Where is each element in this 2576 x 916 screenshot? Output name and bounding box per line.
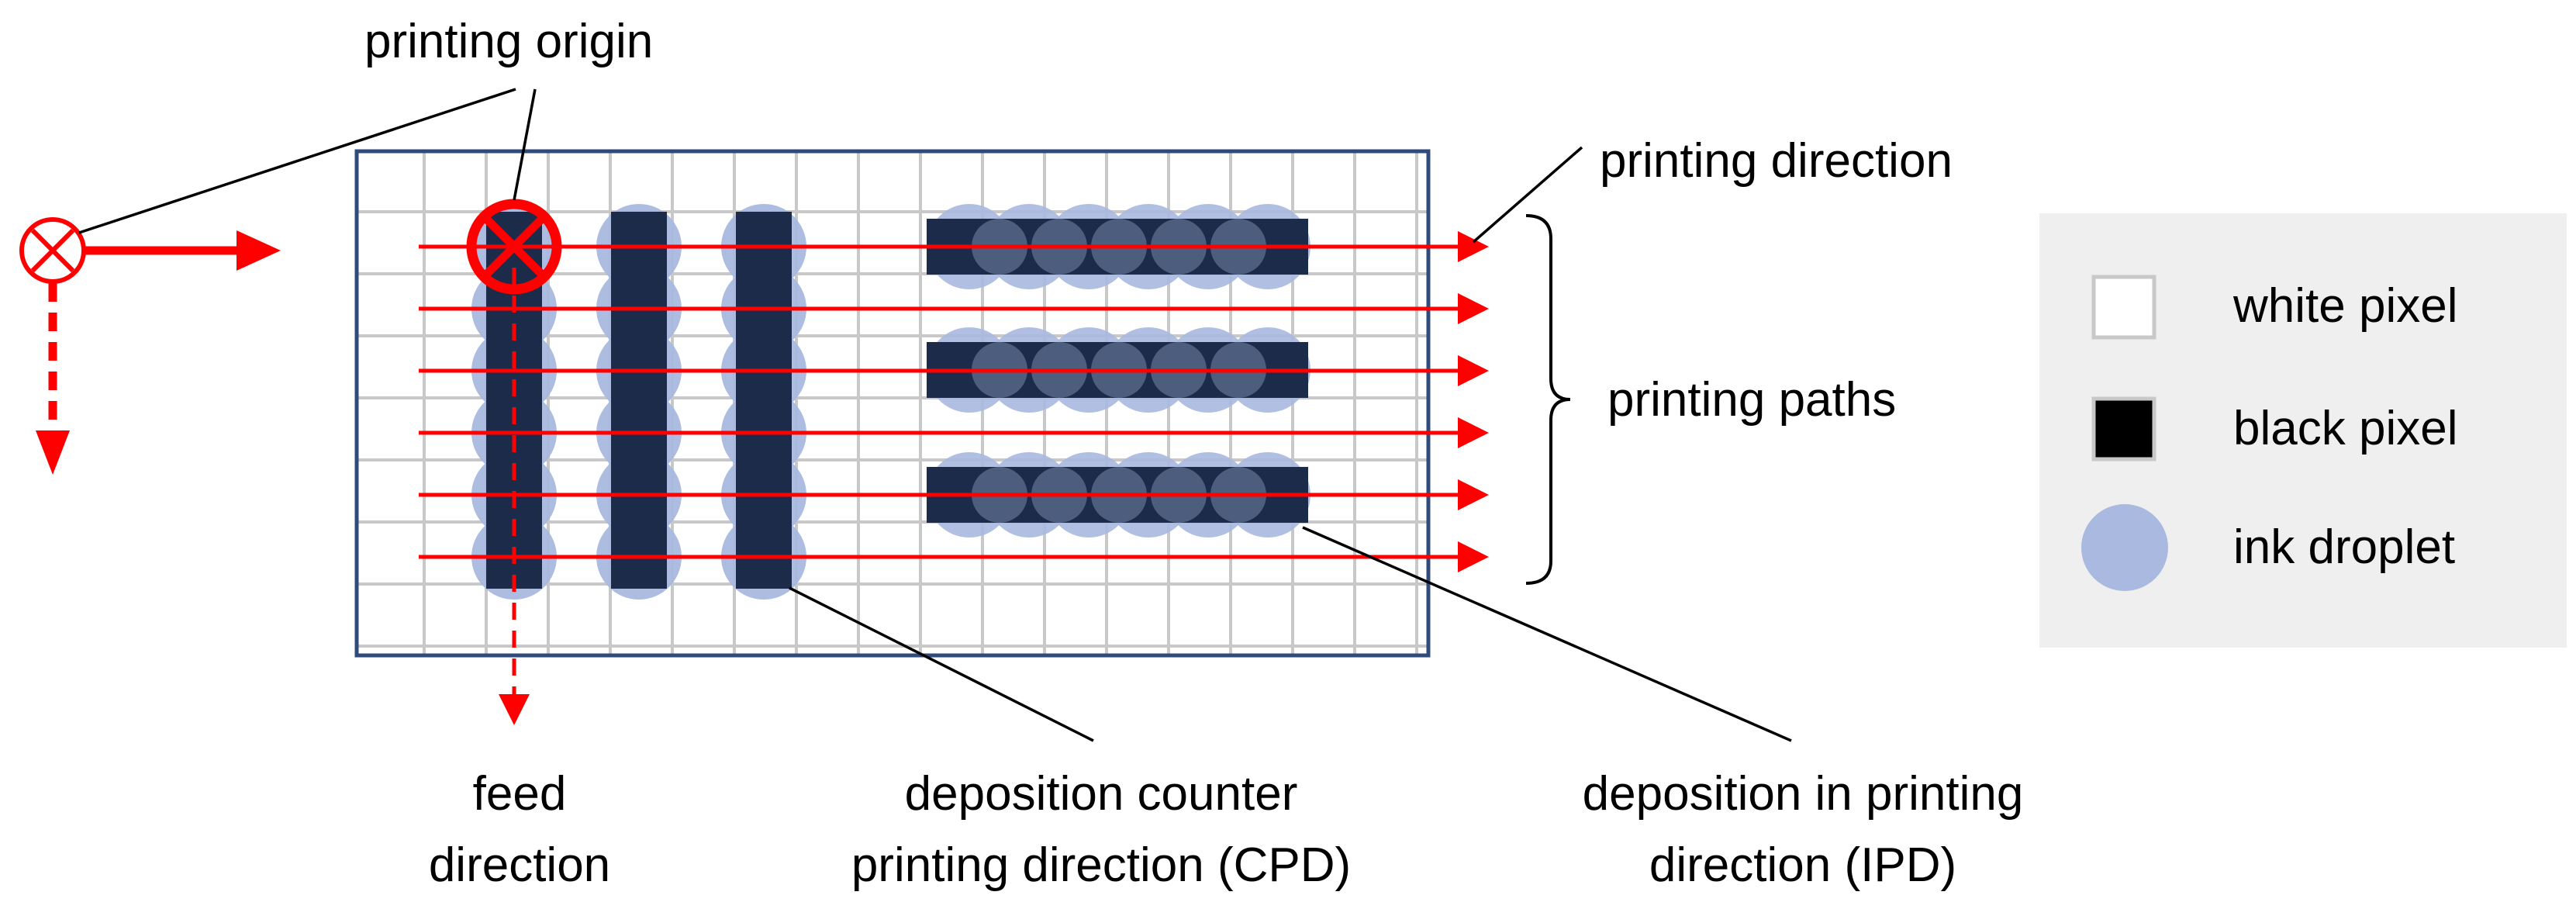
origin-leader-left — [78, 88, 516, 234]
printing-direction-leader — [1472, 146, 1583, 244]
printing-direction-label: printing direction — [1600, 134, 1953, 188]
ipd-label: deposition in printing direction (IPD) — [1582, 767, 2024, 892]
printing-origin-marker — [466, 199, 562, 295]
cpd-leader — [789, 586, 1094, 742]
legend-black-pixel-swatch — [2091, 396, 2156, 461]
legend-black-pixel-label: black pixel — [2233, 402, 2458, 455]
legend-white-pixel-label: white pixel — [2233, 279, 2458, 333]
print-area-frame — [354, 149, 1431, 658]
printing-paths-brace — [1525, 214, 1571, 585]
legend-white-pixel-swatch — [2091, 275, 2156, 340]
ipd-leader — [1302, 526, 1792, 742]
coordinate-symbol — [19, 217, 281, 475]
printing-paths-label: printing paths — [1607, 373, 1897, 427]
legend-ink-droplet-swatch — [2081, 504, 2168, 591]
printing-paths — [419, 231, 1489, 572]
feed-direction-label: feed direction — [428, 767, 611, 892]
legend-ink-droplet-label: ink droplet — [2233, 520, 2456, 574]
cpd-label: deposition counter printing direction (C… — [851, 767, 1352, 892]
black-pixel-column — [611, 212, 667, 589]
black-pixel-column — [736, 212, 792, 589]
origin-leader-right — [513, 88, 537, 201]
printing-origin-label: printing origin — [364, 15, 654, 68]
